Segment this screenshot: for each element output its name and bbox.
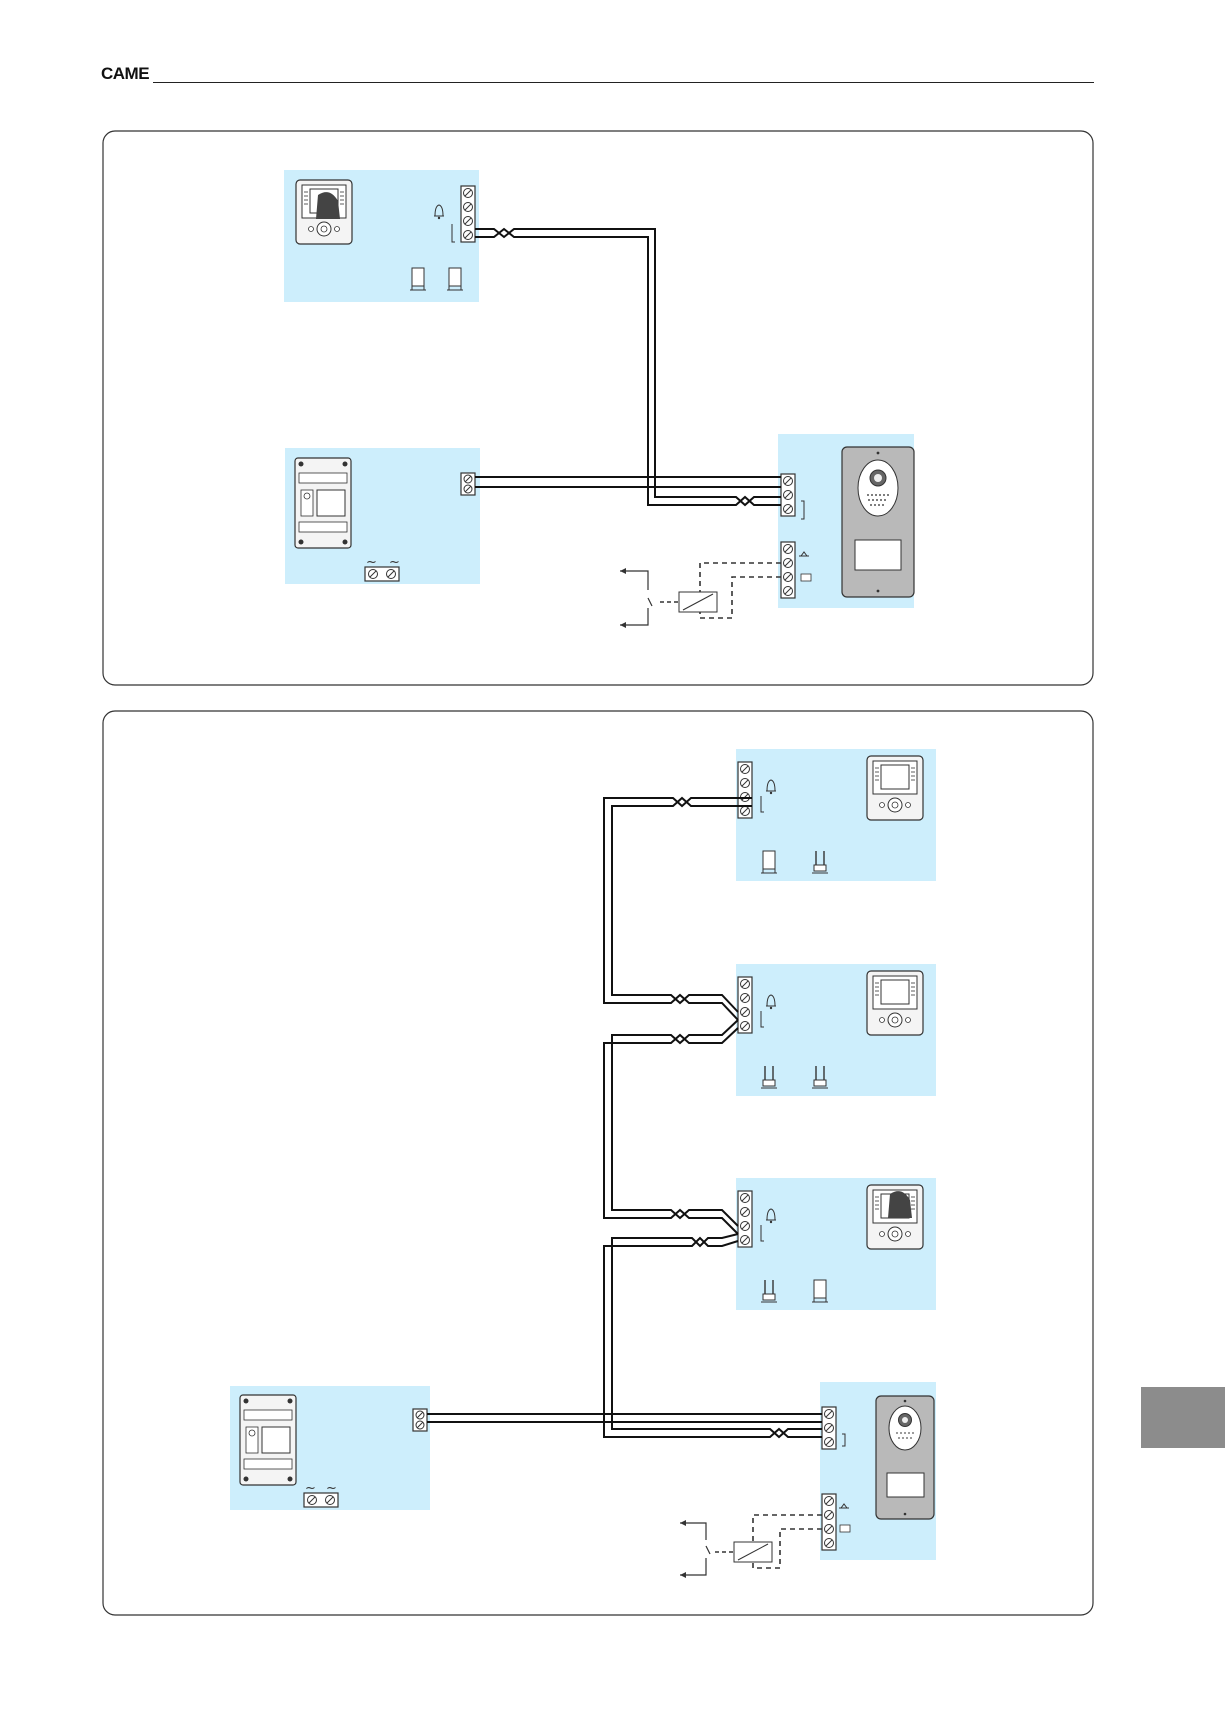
ac-symbol: ~	[389, 555, 400, 570]
power-supply-icon	[240, 1395, 296, 1485]
monitor-terminal-block	[738, 1191, 752, 1247]
panel-terminal-block	[822, 1407, 836, 1449]
camera-grille-icon	[858, 460, 898, 516]
ac-symbol: ~	[326, 1481, 337, 1496]
psu-terminal-block	[413, 1409, 427, 1431]
monitor-terminal-block	[738, 977, 752, 1033]
power-supply-icon	[295, 458, 351, 548]
lock-relay	[620, 563, 781, 628]
lock-terminal-block	[781, 542, 795, 598]
wire-monitor-to-panel	[475, 229, 781, 505]
power-supply-panel: ~ ~	[285, 448, 480, 584]
entry-panel-box	[778, 434, 914, 608]
monitor-terminal-block	[461, 186, 475, 242]
wire-psu-to-panel	[475, 477, 781, 487]
monitor-panel	[284, 170, 479, 302]
name-card	[855, 540, 901, 570]
monitor-icon	[867, 756, 923, 820]
monitor-panel-3	[736, 1178, 936, 1310]
monitor-panel-2	[736, 964, 936, 1096]
monitor-icon	[867, 971, 923, 1035]
lock-terminal-block	[822, 1494, 836, 1550]
entry-panel-box	[820, 1382, 936, 1560]
lock-relay	[680, 1515, 822, 1578]
ac-symbol: ~	[305, 1481, 316, 1496]
psu-terminal-block	[461, 473, 475, 495]
name-card	[887, 1473, 924, 1497]
diagram-2: ~ ~	[103, 711, 1093, 1615]
panel-terminal-block	[781, 474, 795, 516]
monitor-terminal-block	[738, 762, 752, 818]
ac-symbol: ~	[366, 555, 377, 570]
monitor-panel-1	[736, 749, 936, 881]
camera-grille-icon	[889, 1406, 921, 1450]
diagram-1: ~ ~	[103, 131, 1093, 685]
lock-symbol	[840, 1525, 850, 1532]
lock-symbol	[801, 574, 811, 581]
diagram-1-frame	[103, 131, 1093, 685]
power-supply-panel: ~ ~	[230, 1386, 430, 1510]
wire-riser	[427, 798, 822, 1437]
